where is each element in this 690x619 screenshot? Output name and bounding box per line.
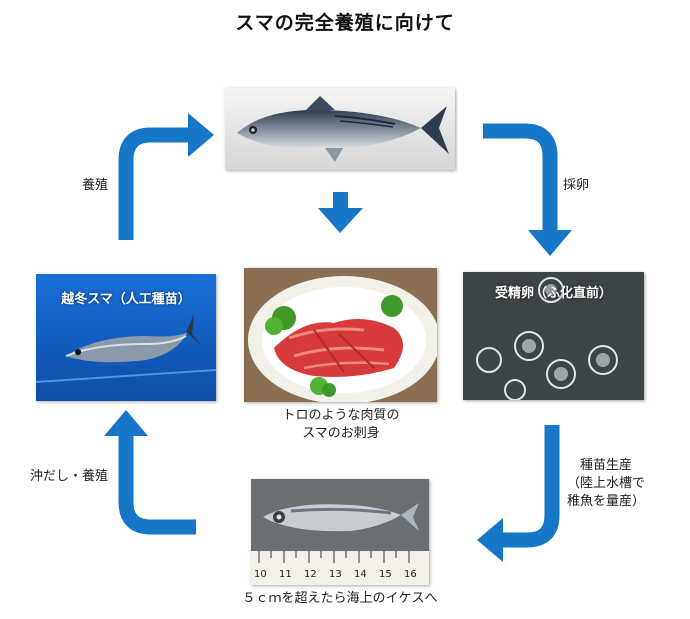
sashimi-photo — [244, 268, 437, 402]
bottom-caption: ５ｃｍを超えたら海上のイケスへ — [242, 591, 438, 606]
fertilized-egg-photo: 受精卵（ふ化直前） — [463, 272, 644, 400]
juvenile-suma-icon — [65, 314, 202, 363]
label-cultivation: 養殖 — [82, 178, 109, 193]
ruler-tick-label: 10 — [254, 569, 267, 580]
arrow-right-down — [483, 123, 572, 256]
juvenile-fish-photo: 10 11 12 13 14 15 16 — [251, 479, 429, 585]
egg-icon — [476, 277, 618, 400]
arrow-up-right — [118, 113, 214, 240]
page-title: スマの完全養殖に向けて — [235, 12, 455, 34]
tank-photo-overlay: 越冬スマ（人工種苗） — [61, 292, 191, 307]
fish-icon — [237, 96, 449, 162]
sashimi-caption: トロのような肉質の スマのお刺身 — [254, 407, 428, 443]
egg-photo-overlay: 受精卵（ふ化直前） — [494, 286, 612, 301]
sashimi-caption-line2: スマのお刺身 — [302, 426, 380, 441]
ruler-tick-label: 13 — [329, 569, 342, 580]
seedling-production-line2: （陸上水槽で — [566, 476, 645, 491]
label-egg-collection: 採卵 — [563, 178, 590, 193]
arrow-left-up — [104, 410, 196, 535]
seedling-production-label: 種苗生産 （陸上水槽で 稚魚を量産） — [552, 457, 660, 511]
ruler-tick-label: 14 — [354, 569, 367, 580]
juvenile-fish-icon — [263, 503, 419, 532]
label-offshore-cultivation: 沖だし・養殖 — [30, 469, 109, 484]
sashimi-caption-line1: トロのような肉質の — [282, 408, 400, 423]
ruler-tick-label: 16 — [404, 569, 417, 580]
ruler-tick-label: 15 — [379, 569, 392, 580]
adult-fish-photo — [225, 88, 455, 170]
ruler-tick-label: 12 — [304, 569, 317, 580]
seedling-production-line1: 種苗生産 — [579, 458, 632, 473]
seedling-production-line3: 稚魚を量産） — [566, 494, 645, 509]
garnish-icon — [265, 295, 403, 397]
ruler-tick-label: 11 — [279, 569, 292, 580]
ruler — [251, 551, 429, 585]
arrow-center-down — [318, 192, 363, 233]
arrow-down-left — [477, 425, 560, 562]
sashimi-icon — [274, 319, 403, 377]
tank-fish-photo: 越冬スマ（人工種苗） — [36, 274, 216, 401]
